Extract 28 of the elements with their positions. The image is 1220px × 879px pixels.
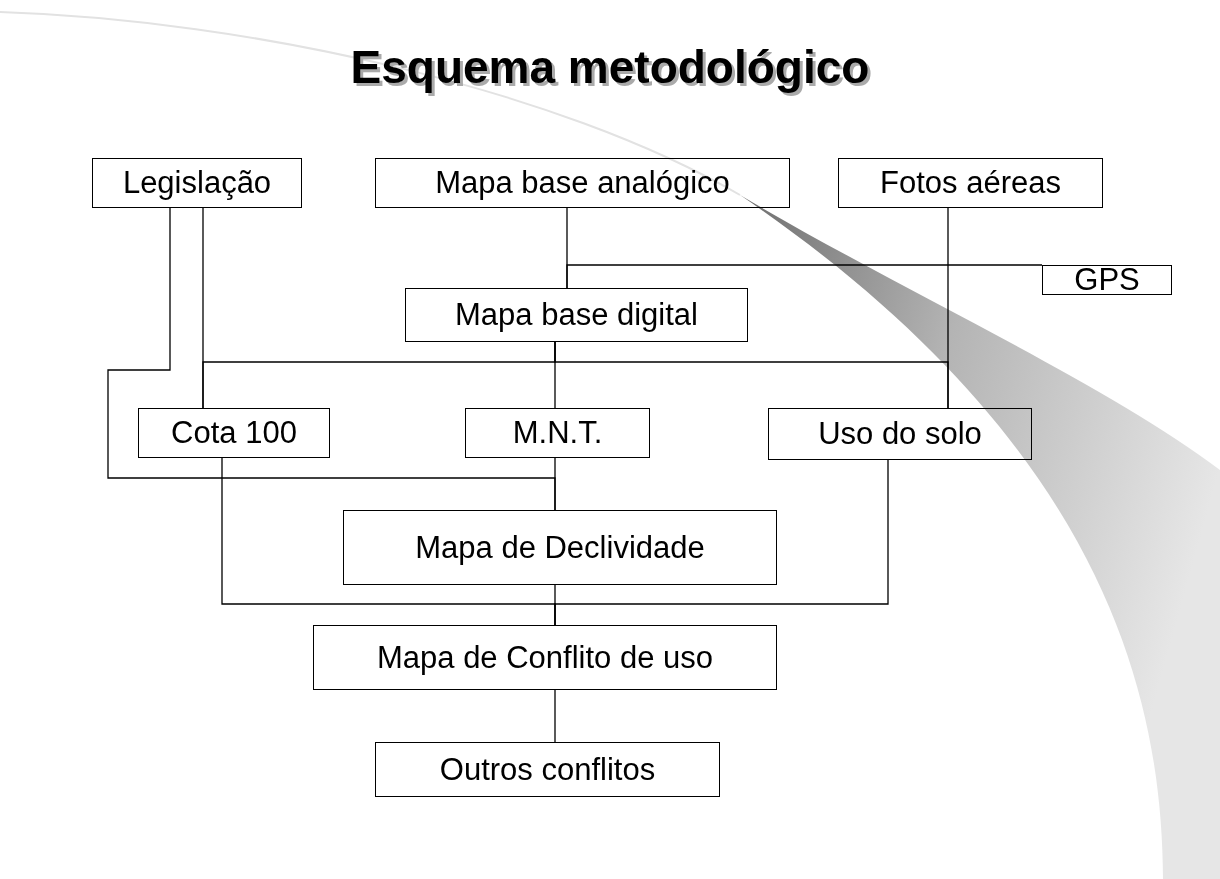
connector-line <box>554 341 949 409</box>
box-label: M.N.T. <box>512 415 603 451</box>
process-box <box>375 158 790 208</box>
process-box <box>92 158 302 208</box>
box-label: Mapa de Conflito de uso <box>376 639 714 676</box>
box-label: Uso do solo <box>818 416 982 452</box>
box-label: Mapa de Declividade <box>415 529 705 566</box>
process-box <box>313 625 777 690</box>
process-box <box>405 288 748 342</box>
process-box <box>465 408 650 458</box>
connector-line <box>566 264 1043 289</box>
process-box <box>838 158 1103 208</box>
process-box <box>375 742 720 797</box>
connector-line <box>554 584 556 626</box>
box-label: Fotos aéreas <box>880 165 1061 201</box>
box-label: Cota 100 <box>171 415 297 451</box>
process-box <box>343 510 777 585</box>
slide-title: Esquema metodológico <box>350 40 870 94</box>
process-box <box>768 408 1032 460</box>
box-label: GPS <box>1074 262 1140 298</box>
box-label: Outros conflitos <box>439 751 656 788</box>
process-box <box>1042 265 1172 295</box>
box-label: Mapa base digital <box>455 297 698 333</box>
process-box <box>138 408 330 458</box>
box-label: Mapa base analógico <box>435 165 730 201</box>
connector-line <box>554 689 556 743</box>
connector-line <box>554 457 556 511</box>
box-label: Legislação <box>122 165 272 201</box>
